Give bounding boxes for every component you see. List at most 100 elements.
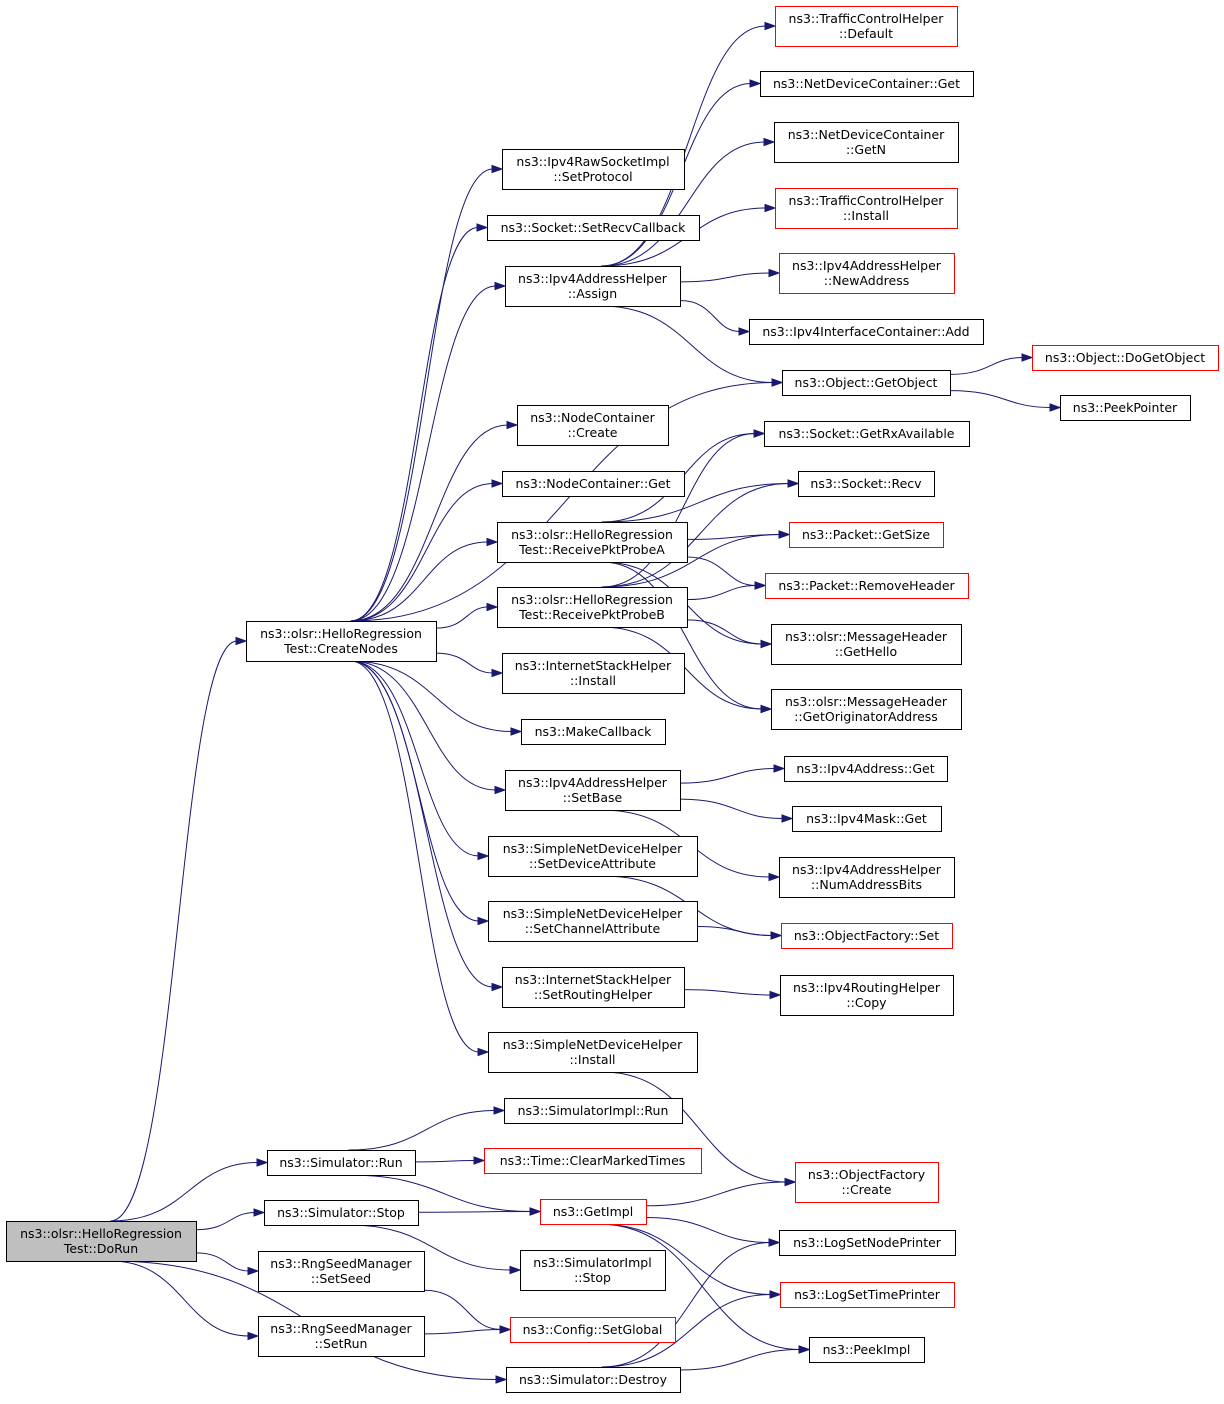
edge-createnodes-to-addrhelper_assign <box>350 285 497 622</box>
node-ndc_get[interactable]: ns3::NetDeviceContainer::Get <box>760 71 974 97</box>
node-label-createnodes-line-1: Test::CreateNodes <box>283 641 398 656</box>
node-label-getimpl-line-0: ns3::GetImpl <box>553 1204 633 1219</box>
node-label-sndh_setchanattr-line-1: ::SetChannelAttribute <box>525 921 661 936</box>
arrowhead-dorun-to-sim_run <box>256 1158 269 1167</box>
node-simimpl_stop[interactable]: ns3::SimulatorImpl::Stop <box>520 1250 666 1291</box>
node-pkt_getsize[interactable]: ns3::Packet::GetSize <box>789 522 944 548</box>
node-sock_getrxavail[interactable]: ns3::Socket::GetRxAvailable <box>764 421 970 447</box>
node-label-sndh_install-line-0: ns3::SimpleNetDeviceHelper <box>503 1037 683 1052</box>
node-ipv4addr_get[interactable]: ns3::Ipv4Address::Get <box>784 756 948 782</box>
node-sndh_install[interactable]: ns3::SimpleNetDeviceHelper::Install <box>488 1032 698 1073</box>
arrowhead-sim_run-to-simimpl_run <box>493 1106 506 1115</box>
node-obj_getobject[interactable]: ns3::Object::GetObject <box>782 370 951 396</box>
node-tch_default[interactable]: ns3::TrafficControlHelper::Default <box>775 6 958 47</box>
arrowhead-sim_run-to-time_clear <box>473 1156 486 1165</box>
edge-probeB-to-sock_recv <box>601 483 790 588</box>
node-peekimpl[interactable]: ns3::PeekImpl <box>809 1337 925 1363</box>
node-pkt_removeheader[interactable]: ns3::Packet::RemoveHeader <box>765 573 969 599</box>
node-label-objfactory_set-line-0: ns3::ObjectFactory::Set <box>794 928 939 943</box>
node-sndh_setchanattr[interactable]: ns3::SimpleNetDeviceHelper::SetChannelAt… <box>488 901 698 942</box>
node-obj_dogetobject[interactable]: ns3::Object::DoGetObject <box>1032 345 1219 371</box>
node-label-rng_setseed-line-1: ::SetSeed <box>311 1271 371 1286</box>
node-objfactory_set[interactable]: ns3::ObjectFactory::Set <box>781 923 953 949</box>
node-nodecont_create[interactable]: ns3::NodeContainer::Create <box>517 405 669 446</box>
node-msghdr_gethello[interactable]: ns3::olsr::MessageHeader::GetHello <box>771 624 962 665</box>
node-label-makecallback-line-0: ns3::MakeCallback <box>535 724 653 739</box>
node-label-tch_install-line-1: ::Install <box>843 208 889 223</box>
edge-probeB-to-sock_getrxavail <box>601 433 756 588</box>
node-ifcont_add[interactable]: ns3::Ipv4InterfaceContainer::Add <box>749 319 984 345</box>
node-objfactory_create[interactable]: ns3::ObjectFactory::Create <box>795 1162 939 1203</box>
node-label-sim_run-line-0: ns3::Simulator::Run <box>279 1155 402 1170</box>
edge-createnodes-to-nodecont_get <box>350 483 494 622</box>
node-box-sock_recv <box>798 471 935 497</box>
node-probeA[interactable]: ns3::olsr::HelloRegressionTest::ReceiveP… <box>497 522 688 563</box>
node-label-inet_install-line-0: ns3::InternetStackHelper <box>515 658 672 673</box>
node-rawsock_setproto[interactable]: ns3::Ipv4RawSocketImpl::SetProtocol <box>502 149 685 190</box>
node-box-sndh_setdevattr <box>488 836 698 877</box>
edge-sim_destroy-to-log_settimeprinter <box>601 1294 772 1368</box>
arrowhead-createnodes-to-probeA <box>486 537 499 547</box>
node-box-simimpl_run <box>504 1098 683 1124</box>
node-msghdr_getorig[interactable]: ns3::olsr::MessageHeader::GetOriginatorA… <box>771 689 962 730</box>
node-inet_setrouting[interactable]: ns3::InternetStackHelper::SetRoutingHelp… <box>502 967 685 1008</box>
node-box-peekimpl <box>809 1337 925 1363</box>
node-label-rawsock_setproto-line-1: ::SetProtocol <box>553 169 632 184</box>
node-createnodes[interactable]: ns3::olsr::HelloRegressionTest::CreateNo… <box>246 621 437 662</box>
edge-sim_destroy-to-peekimpl <box>679 1349 801 1371</box>
node-sndh_setdevattr[interactable]: ns3::SimpleNetDeviceHelper::SetDeviceAtt… <box>488 836 698 877</box>
node-box-tch_default <box>775 6 958 47</box>
node-peekpointer[interactable]: ns3::PeekPointer <box>1060 395 1191 421</box>
node-nodecont_get[interactable]: ns3::NodeContainer::Get <box>502 471 685 497</box>
node-sock_setrecvcb[interactable]: ns3::Socket::SetRecvCallback <box>487 215 700 241</box>
node-rng_setseed[interactable]: ns3::RngSeedManager::SetSeed <box>258 1251 425 1292</box>
node-makecallback[interactable]: ns3::MakeCallback <box>521 719 666 745</box>
node-log_settimeprinter[interactable]: ns3::LogSetTimePrinter <box>780 1282 955 1308</box>
node-addrhelper_numbits[interactable]: ns3::Ipv4AddressHelper::NumAddressBits <box>779 857 955 898</box>
node-sim_run[interactable]: ns3::Simulator::Run <box>267 1150 416 1176</box>
node-inet_install[interactable]: ns3::InternetStackHelper::Install <box>502 653 685 694</box>
node-label-inet_setrouting-line-0: ns3::InternetStackHelper <box>515 972 672 987</box>
arrowhead-addrhelper_assign-to-ndc_get <box>749 79 762 88</box>
node-sock_recv[interactable]: ns3::Socket::Recv <box>798 471 935 497</box>
node-label-sock_recv-line-0: ns3::Socket::Recv <box>810 476 922 491</box>
node-time_clear[interactable]: ns3::Time::ClearMarkedTimes <box>484 1148 702 1174</box>
node-box-ifcont_add <box>749 319 984 345</box>
node-ndc_getn[interactable]: ns3::NetDeviceContainer::GetN <box>774 122 959 163</box>
arrowhead-createnodes-to-inet_install <box>491 668 504 678</box>
node-probeB[interactable]: ns3::olsr::HelloRegressionTest::ReceiveP… <box>497 587 688 628</box>
node-addrhelper_assign[interactable]: ns3::Ipv4AddressHelper::Assign <box>505 266 681 307</box>
node-ipv4mask_get[interactable]: ns3::Ipv4Mask::Get <box>792 806 942 832</box>
node-addrhelper_setbase[interactable]: ns3::Ipv4AddressHelper::SetBase <box>505 770 681 811</box>
edge-addrhelper_assign-to-ifcont_add <box>679 300 741 332</box>
node-box-dorun <box>6 1221 197 1262</box>
arrowhead-sim_destroy-to-log_settimeprinter <box>769 1290 782 1299</box>
edge-sim_stop-to-simimpl_stop <box>348 1224 512 1271</box>
arrowhead-createnodes-to-inet_setrouting <box>491 982 504 992</box>
edge-sim_run-to-simimpl_run <box>348 1110 496 1151</box>
edge-probeB-to-msghdr_getorig <box>601 626 763 710</box>
node-routinghelper_copy[interactable]: ns3::Ipv4RoutingHelper::Copy <box>780 975 954 1016</box>
node-rng_setrun[interactable]: ns3::RngSeedManager::SetRun <box>258 1316 425 1357</box>
node-sim_stop[interactable]: ns3::Simulator::Stop <box>264 1200 419 1226</box>
node-box-probeB <box>497 587 688 628</box>
node-label-objfactory_create-line-0: ns3::ObjectFactory <box>808 1167 926 1182</box>
node-log_setnodeprinter[interactable]: ns3::LogSetNodePrinter <box>779 1230 956 1256</box>
node-tch_install[interactable]: ns3::TrafficControlHelper::Install <box>775 188 958 229</box>
node-box-addrhelper_newaddr <box>779 253 955 294</box>
node-label-routinghelper_copy-line-0: ns3::Ipv4RoutingHelper <box>793 980 941 995</box>
node-getimpl[interactable]: ns3::GetImpl <box>540 1199 647 1225</box>
node-sim_destroy[interactable]: ns3::Simulator::Destroy <box>506 1367 681 1393</box>
edge-probeB-to-pkt_getsize <box>601 534 781 588</box>
node-box-rawsock_setproto <box>502 149 685 190</box>
node-config_setglobal[interactable]: ns3::Config::SetGlobal <box>510 1317 676 1343</box>
edge-sim_run-to-time_clear <box>414 1160 476 1163</box>
arrowhead-inet_setrouting-to-routinghelper_copy <box>769 990 782 1000</box>
node-box-msghdr_getorig <box>771 689 962 730</box>
node-addrhelper_newaddr[interactable]: ns3::Ipv4AddressHelper::NewAddress <box>779 253 955 294</box>
node-simimpl_run[interactable]: ns3::SimulatorImpl::Run <box>504 1098 683 1124</box>
node-box-sock_getrxavail <box>764 421 970 447</box>
node-label-addrhelper_numbits-line-1: ::NumAddressBits <box>811 877 922 892</box>
